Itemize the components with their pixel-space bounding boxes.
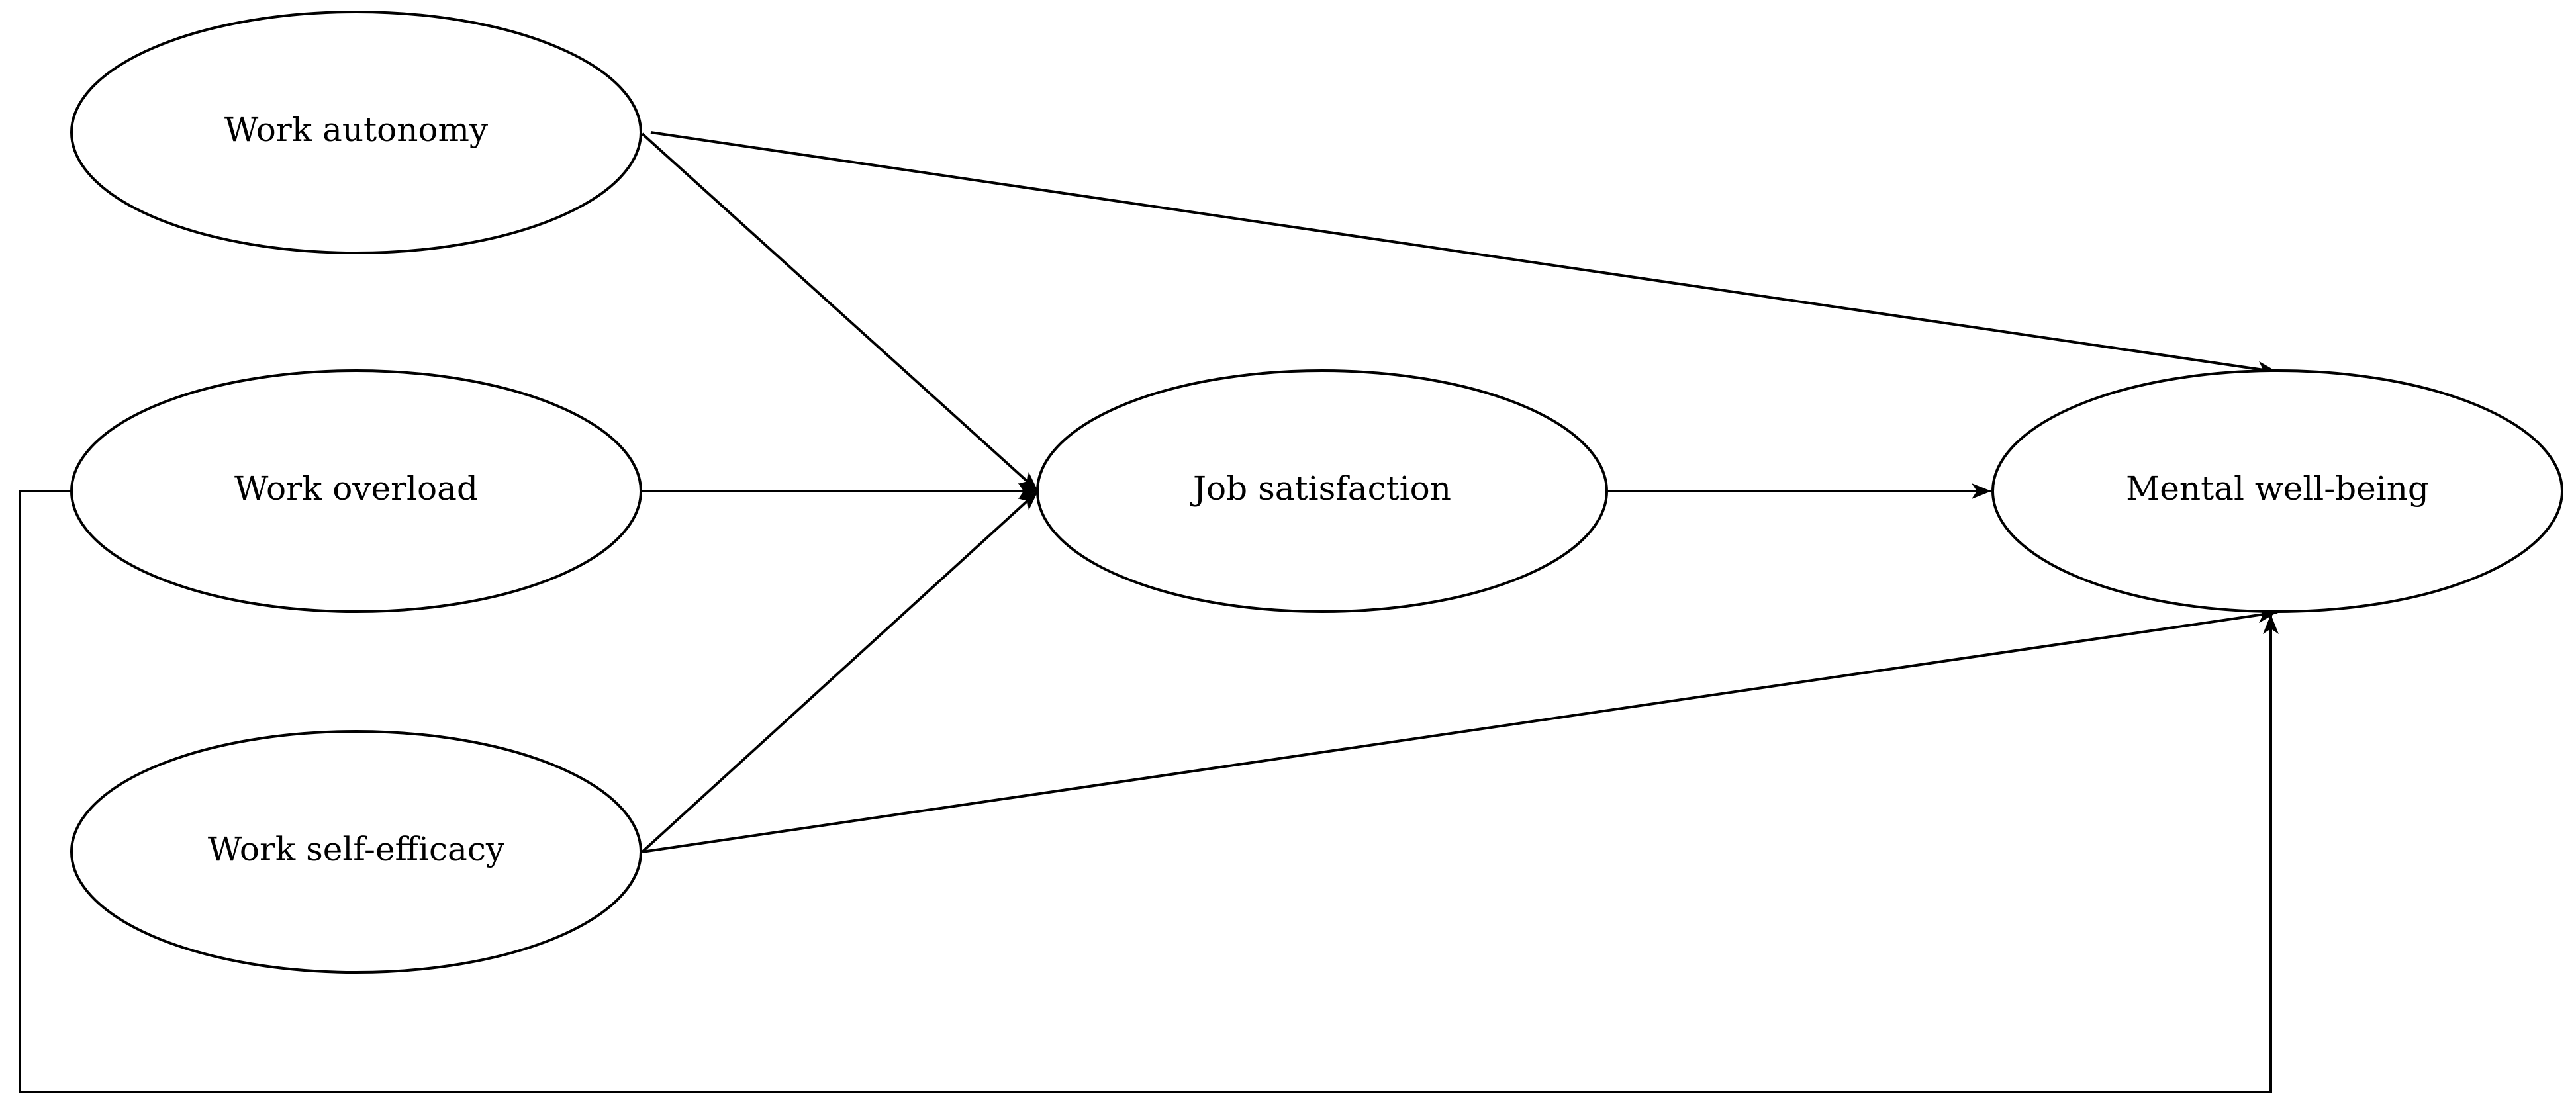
node-job-satisfaction: Job satisfaction bbox=[1036, 369, 1608, 613]
node-label: Work overload bbox=[234, 469, 478, 508]
edge-work-autonomy-to-mental-well-being bbox=[650, 131, 2278, 377]
node-shape bbox=[70, 730, 642, 974]
node-work-self-efficacy: Work self-efficacy bbox=[70, 730, 642, 974]
node-label: Work autonomy bbox=[224, 111, 489, 149]
node-shape bbox=[70, 369, 642, 613]
node-work-autonomy: Work autonomy bbox=[70, 11, 642, 254]
node-shape bbox=[70, 11, 642, 254]
node-work-overload: Work overload bbox=[70, 369, 642, 613]
edge-work-self-efficacy-to-mental-well-being bbox=[642, 607, 2278, 853]
edge-work-self-efficacy-to-job-satisfaction bbox=[641, 490, 1039, 853]
node-label: Mental well-being bbox=[2126, 469, 2429, 508]
node-shape bbox=[1991, 369, 2563, 613]
edges bbox=[19, 131, 2279, 1093]
node-label: Job satisfaction bbox=[1190, 469, 1451, 508]
node-mental-well-being: Mental well-being bbox=[1991, 369, 2563, 613]
edge-work-overload-to-mental-well-being bbox=[19, 490, 2279, 1093]
edge-work-autonomy-to-job-satisfaction bbox=[641, 132, 1039, 492]
node-shape bbox=[1036, 369, 1608, 613]
node-label: Work self-efficacy bbox=[208, 830, 505, 868]
